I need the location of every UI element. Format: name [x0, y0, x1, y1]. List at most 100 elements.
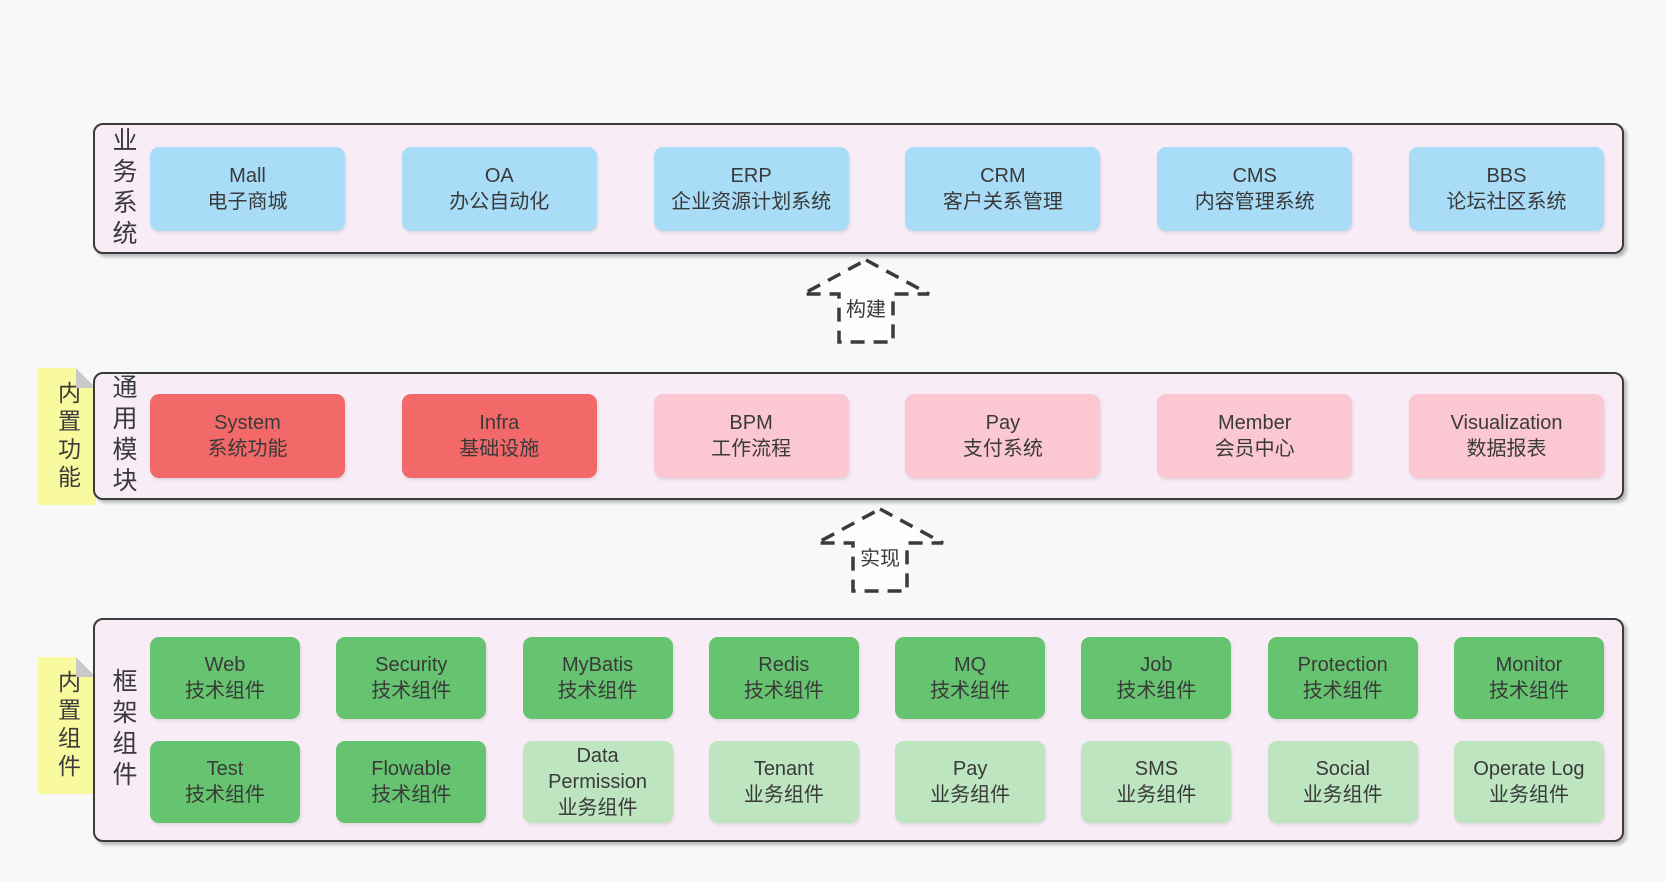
box-title: Operate Log: [1473, 758, 1585, 780]
box-subtitle: 技术组件: [185, 784, 265, 806]
box-title: Flowable: [371, 758, 452, 780]
box-system: System 系统功能: [150, 394, 345, 478]
box-mybatis: MyBatis 技术组件: [522, 637, 673, 719]
box-title: CRM: [980, 164, 1026, 187]
framework-components-label-text: 框架组件: [109, 668, 137, 792]
box-subtitle: 系统功能: [207, 438, 288, 460]
box-title: Member: [1218, 412, 1292, 434]
box-subtitle: 基础设施: [459, 438, 540, 460]
section-common-modules: 通用模块 System 系统功能 Infra 基础设施 BPM 工作流程 Pay 支付系统 Me…: [93, 372, 1624, 500]
box-title: SMS: [1134, 758, 1179, 780]
box-subtitle: 技术组件: [185, 680, 265, 702]
box-operate-log: Operate Log 业务组件: [1453, 741, 1604, 823]
box-data-permission: Data Permission 业务组件: [522, 741, 673, 823]
box-subtitle: 技术组件: [557, 680, 638, 702]
box-subtitle: 业务组件: [1488, 784, 1569, 806]
box-title: Mall: [229, 164, 266, 187]
box-title: MyBatis: [562, 654, 634, 676]
common-modules-row: System 系统功能 Infra 基础设施 BPM 工作流程 Pay 支付系统 Member 会…: [150, 374, 1622, 498]
box-title: CMS: [1232, 164, 1277, 187]
sticky-note-built-in-features: 内置功能: [38, 368, 96, 505]
box-subtitle: 业务组件: [930, 784, 1011, 806]
box-test: Test 技术组件: [150, 741, 300, 823]
box-monitor: Monitor 技术组件: [1453, 637, 1604, 719]
box-subtitle: 技术组件: [1302, 680, 1383, 702]
box-title: BPM: [729, 412, 773, 434]
box-subtitle: 技术组件: [371, 680, 452, 702]
sticky-note-text: 内置组件: [54, 669, 81, 782]
box-redis: Redis 技术组件: [708, 637, 859, 719]
framework-components-label: 框架组件: [95, 620, 150, 840]
box-title: Monitor: [1495, 654, 1563, 676]
box-erp: ERP 企业资源计划系统: [653, 146, 849, 231]
box-visualization: Visualization 数据报表: [1408, 394, 1604, 478]
box-pay: Pay 业务组件: [895, 741, 1046, 823]
box-subtitle: 业务组件: [557, 797, 638, 819]
box-subtitle: 会员中心: [1214, 438, 1295, 460]
box-title: Visualization: [1450, 412, 1563, 434]
box-subtitle: 业务组件: [1116, 784, 1197, 806]
box-title: Pay: [985, 412, 1021, 434]
box-title: Redis: [758, 654, 810, 676]
box-title: Data Permission: [548, 745, 648, 793]
box-title: System: [214, 412, 281, 434]
box-title: Security: [375, 654, 448, 676]
box-title: Web: [204, 654, 246, 676]
box-subtitle: 数据报表: [1466, 438, 1547, 460]
box-subtitle: 企业资源计划系统: [671, 190, 832, 213]
box-subtitle: 业务组件: [743, 784, 824, 806]
box-subtitle: 技术组件: [930, 680, 1011, 702]
box-subtitle: 技术组件: [1488, 680, 1569, 702]
business-systems-label-text: 业务系统: [109, 126, 137, 251]
box-subtitle: 内容管理系统: [1194, 190, 1315, 213]
box-pay: Pay 支付系统: [905, 394, 1101, 478]
box-title: Social: [1315, 758, 1370, 780]
box-sms: SMS 业务组件: [1081, 741, 1232, 823]
box-subtitle: 论坛社区系统: [1446, 190, 1567, 213]
box-oa: OA 办公自动化: [401, 146, 597, 231]
box-title: OA: [484, 164, 514, 187]
box-title: Test: [206, 758, 244, 780]
arrow-implement: 实现: [814, 506, 946, 594]
box-subtitle: 技术组件: [371, 784, 452, 806]
box-crm: CRM 客户关系管理: [905, 146, 1101, 231]
arrow-implement-label: 实现: [857, 542, 903, 571]
box-subtitle: 客户关系管理: [942, 190, 1063, 213]
box-flowable: Flowable 技术组件: [336, 741, 487, 823]
box-subtitle: 办公自动化: [449, 190, 550, 213]
box-security: Security 技术组件: [336, 637, 487, 719]
box-subtitle: 技术组件: [743, 680, 824, 702]
box-title: BBS: [1486, 164, 1527, 187]
box-web: Web 技术组件: [150, 637, 300, 719]
box-title: Infra: [479, 412, 520, 434]
box-title: Pay: [952, 758, 988, 780]
box-bpm: BPM 工作流程: [653, 394, 849, 478]
business-systems-label: 业务系统: [95, 125, 150, 252]
box-title: ERP: [730, 164, 772, 187]
box-tenant: Tenant 业务组件: [708, 741, 859, 823]
box-subtitle: 技术组件: [1116, 680, 1197, 702]
box-infra: Infra 基础设施: [401, 394, 597, 478]
box-title: MQ: [954, 654, 987, 676]
arrow-build: 构建: [800, 257, 932, 345]
box-subtitle: 工作流程: [711, 438, 792, 460]
box-member: Member 会员中心: [1157, 394, 1353, 478]
box-subtitle: 支付系统: [962, 438, 1043, 460]
sticky-note-built-in-components: 内置组件: [38, 657, 96, 794]
box-title: Tenant: [753, 758, 814, 780]
common-modules-label: 通用模块: [95, 374, 150, 498]
common-modules-label-text: 通用模块: [109, 374, 137, 498]
box-cms: CMS 内容管理系统: [1157, 146, 1353, 231]
box-bbs: BBS 论坛社区系统: [1408, 146, 1604, 231]
arrow-build-label: 构建: [843, 293, 889, 322]
box-mq: MQ 技术组件: [895, 637, 1046, 719]
